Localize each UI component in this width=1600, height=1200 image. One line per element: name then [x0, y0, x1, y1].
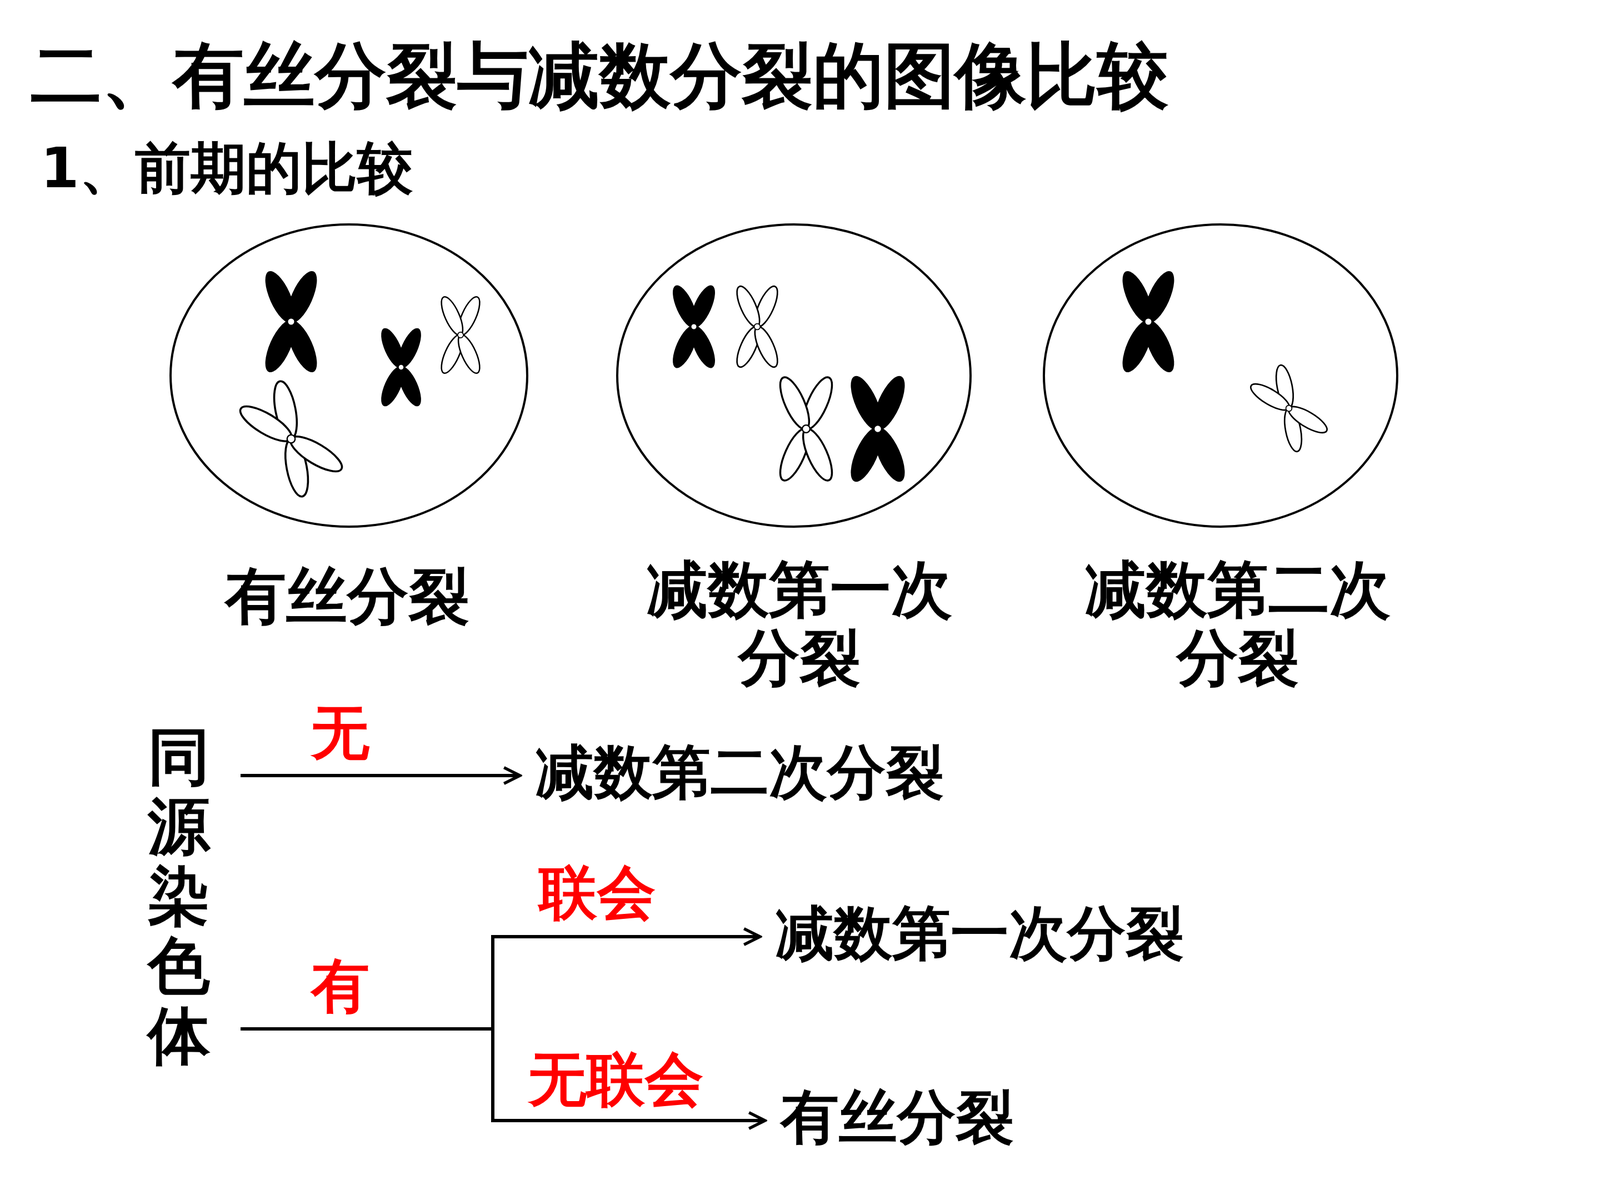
text-label: 减数第二次 分裂 [1054, 555, 1422, 693]
flow-arrow [240, 773, 520, 778]
node-text: 有丝分裂 [780, 1078, 1014, 1158]
edge-label: 联会 [538, 859, 656, 927]
edge-label: 无 [311, 699, 370, 767]
flow-arrow [240, 936, 760, 1029]
node-text: 减数第二次分裂 [535, 733, 944, 813]
node-text: 减数第一次分裂 [775, 895, 1184, 974]
flow-node: 有丝分裂 [780, 1078, 1014, 1158]
flow-node: 减数第二次分裂 [535, 733, 944, 813]
edge-label: 无联会 [528, 1046, 704, 1114]
text-label: 有丝分裂 [225, 561, 470, 632]
text-label: 减数第一次 分裂 [616, 555, 983, 693]
text-label: 1、前期的比较 [40, 136, 413, 200]
page-title: 二、有丝分裂与减数分裂的图像比较 [30, 34, 1169, 117]
flow-node: 同源染色体 [147, 722, 210, 1071]
node-text: 同源染色体 [147, 722, 210, 1071]
text-label: 有 [311, 952, 370, 1020]
flow-node: 减数第一次分裂 [775, 895, 1184, 974]
flow-arrow [240, 1028, 765, 1121]
